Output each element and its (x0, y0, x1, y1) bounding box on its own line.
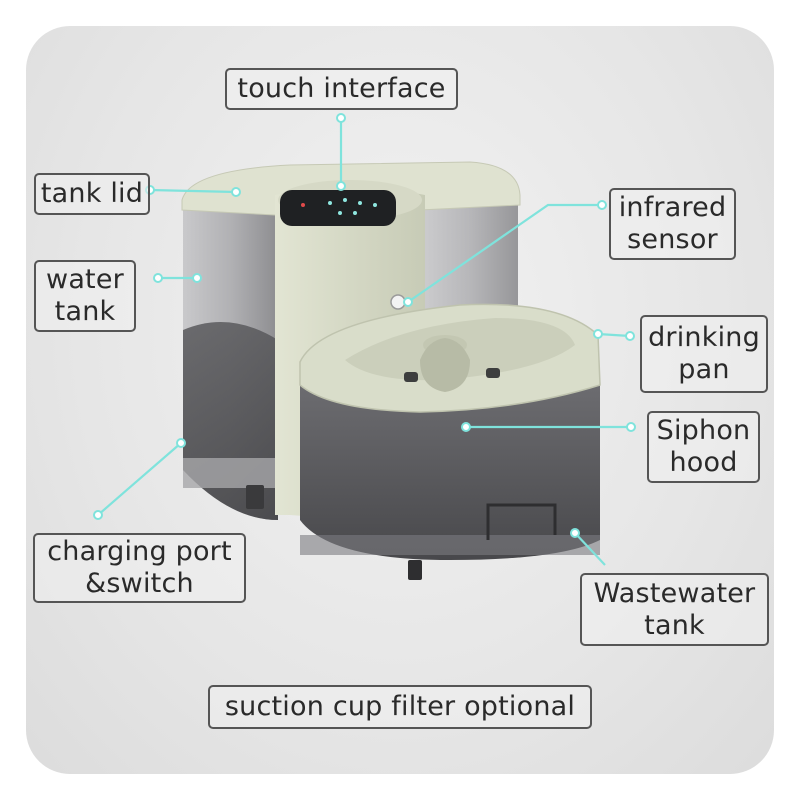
label-wastewater-tank: Wastewater tank (580, 573, 769, 646)
pan-slot-right (486, 368, 500, 378)
dot-infrared-a (403, 297, 413, 307)
leader-dots (93, 113, 636, 538)
infrared-sensor-dot (390, 294, 406, 310)
dot-water-tank-b (192, 273, 202, 283)
touch-led-3 (358, 201, 362, 205)
leader-infrared (407, 203, 602, 303)
label-water-tank: water tank (34, 260, 136, 332)
wastewater-tank-body (300, 385, 600, 560)
siphon-hood-cone (420, 338, 470, 392)
touch-led-2 (343, 198, 347, 202)
tank-base-strip (183, 458, 278, 488)
dot-siphon-a (461, 422, 471, 432)
touch-led-5 (338, 211, 342, 215)
dot-drinking-pan-b (625, 331, 635, 341)
dot-drinking-pan-a (593, 329, 603, 339)
label-siphon-hood: Siphon hood (647, 411, 760, 483)
touch-led-4 (373, 203, 377, 207)
dot-siphon-b (626, 422, 636, 432)
dot-tank-lid-b (231, 187, 241, 197)
leader-tank-lid (149, 188, 237, 194)
wastewater-latch (408, 560, 422, 580)
charging-port (246, 485, 264, 509)
touch-led-1 (328, 201, 332, 205)
label-touch-interface: touch interface (225, 68, 458, 110)
label-suction-cup: suction cup filter optional (208, 685, 592, 729)
leader-lines (97, 118, 631, 566)
label-drinking-pan: drinking pan (640, 315, 768, 393)
dot-infrared-b (597, 200, 607, 210)
wastewater-base-strip (300, 535, 600, 555)
dot-touch-bottom (336, 181, 346, 191)
touch-led-6 (353, 211, 357, 215)
leader-drinking-pan (597, 332, 631, 338)
dot-wastewater-a (570, 528, 580, 538)
dot-water-tank-a (153, 273, 163, 283)
wastewater-handle (486, 503, 557, 540)
leader-wastewater (574, 532, 606, 566)
dot-charging-b (176, 438, 186, 448)
label-charging-port: charging port &switch (33, 533, 246, 603)
label-tank-lid: tank lid (34, 173, 150, 215)
dot-charging-a (93, 510, 103, 520)
label-infrared-sensor: infrared sensor (609, 188, 736, 260)
touch-panel (280, 190, 396, 226)
touch-led-red (301, 203, 305, 207)
dot-touch-top (336, 113, 346, 123)
pan-slot-left (404, 372, 418, 382)
leader-charging (97, 442, 182, 516)
